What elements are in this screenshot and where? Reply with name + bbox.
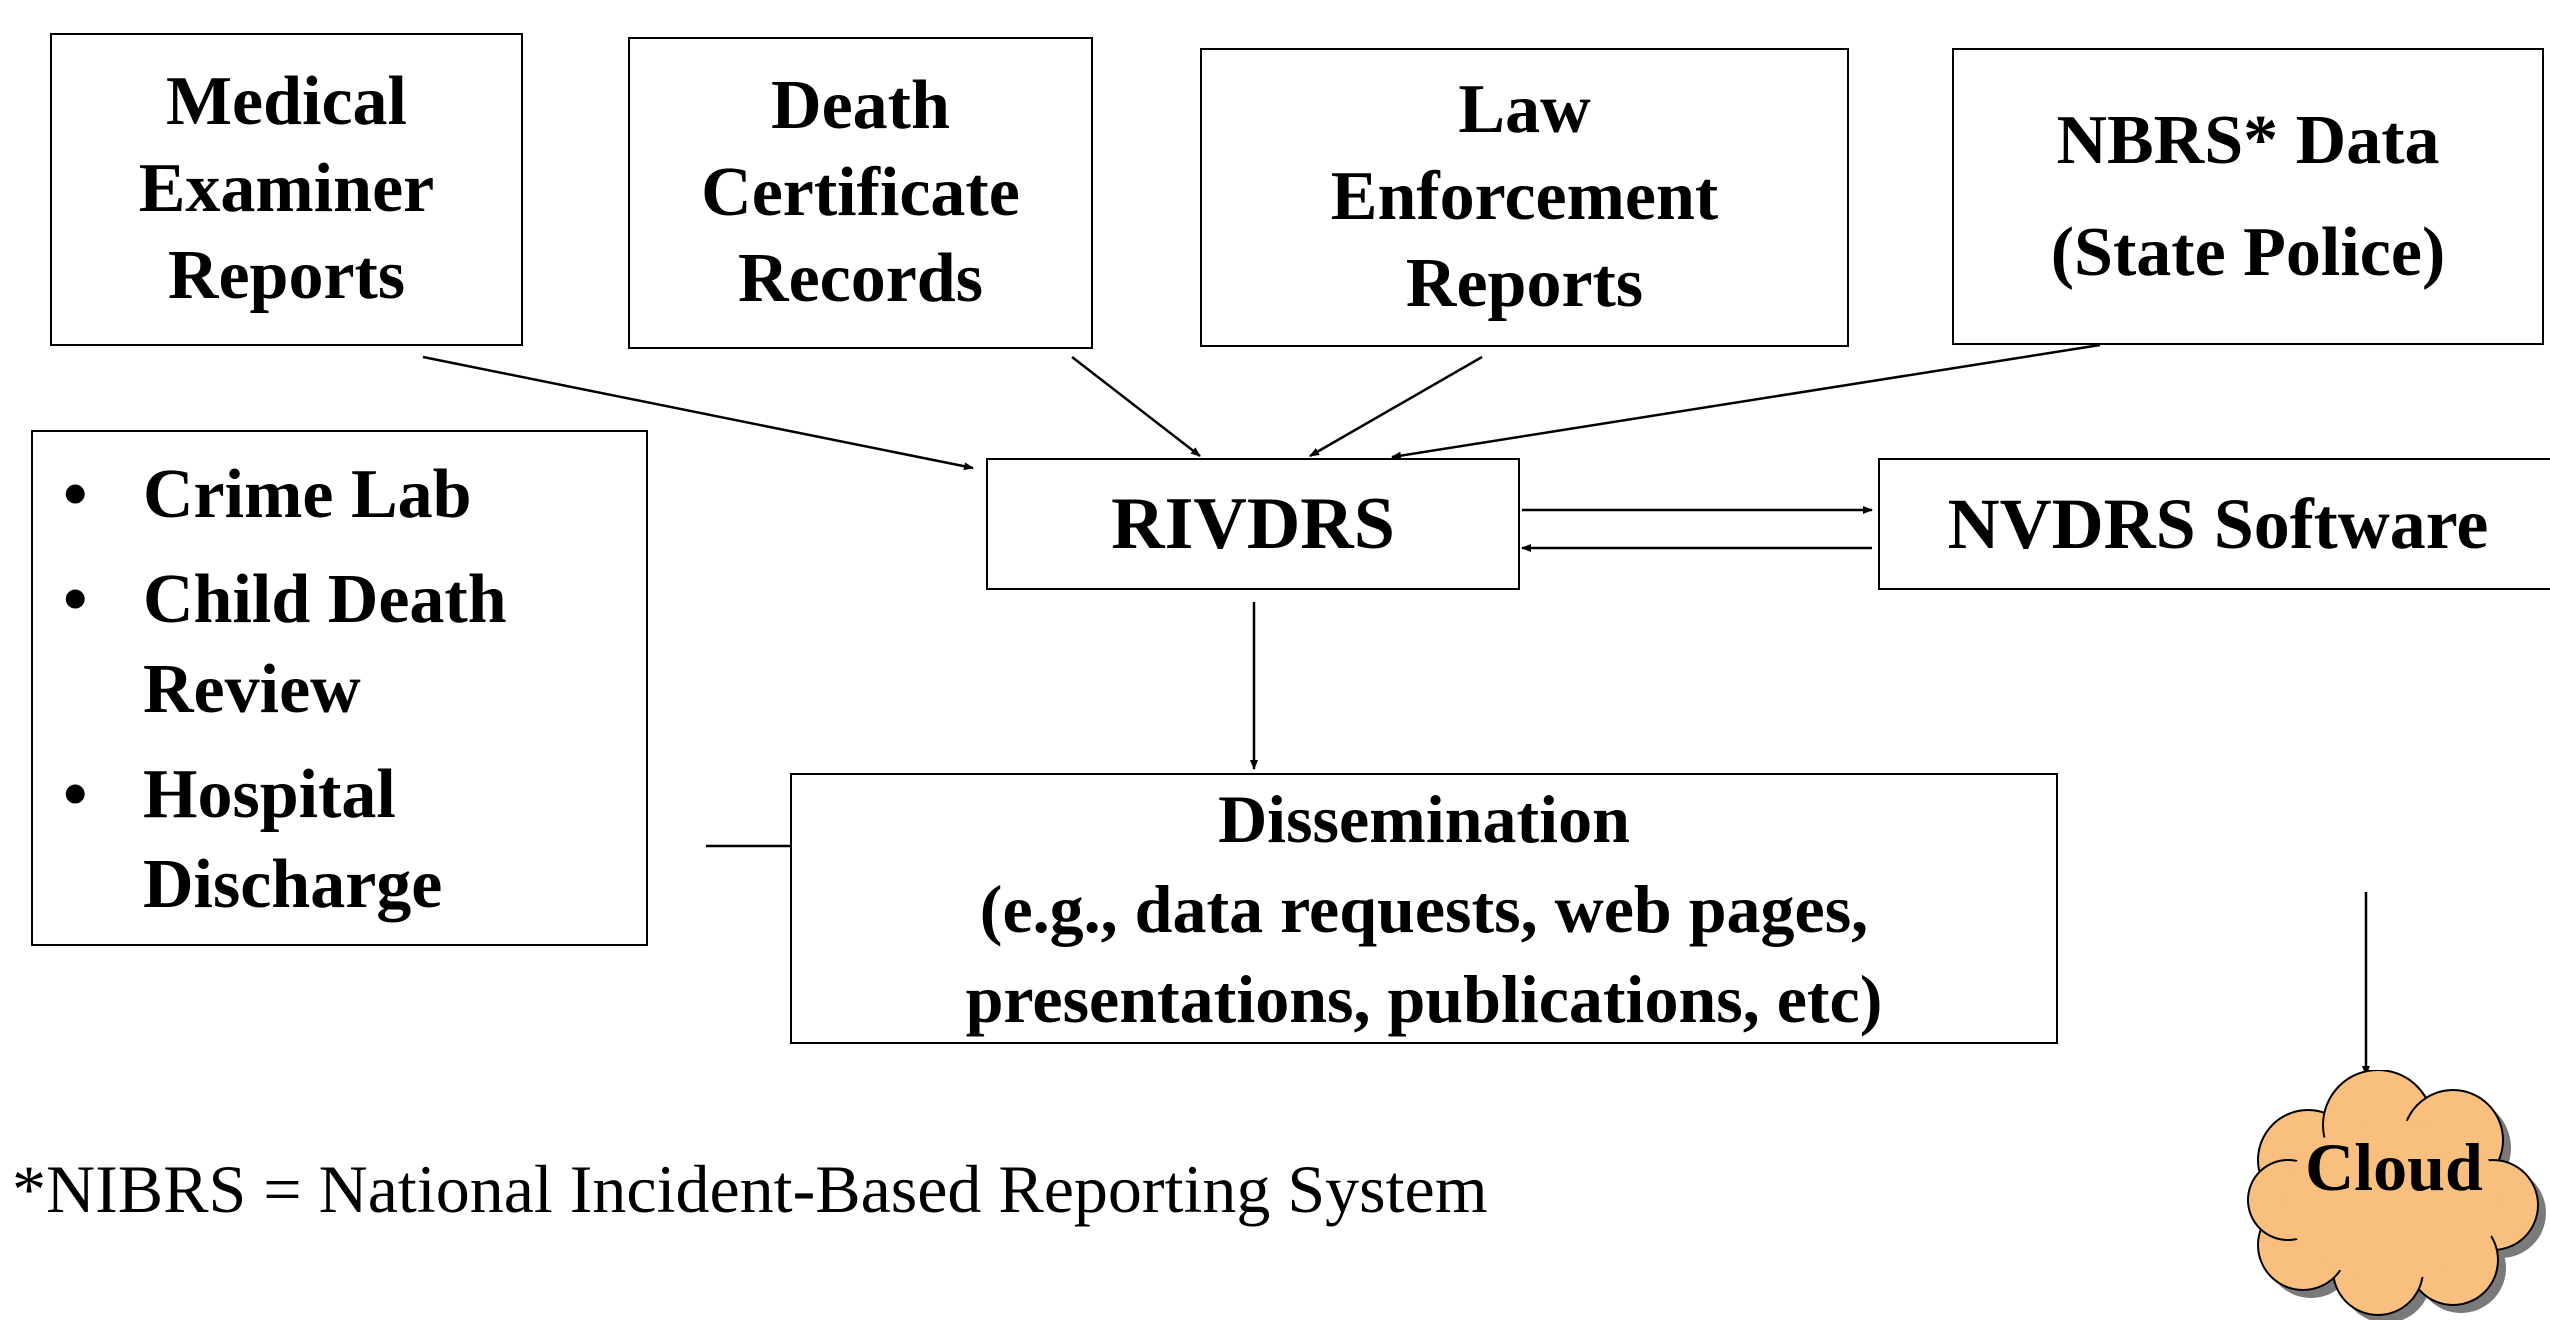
rivdrs-box: RIVDRS <box>986 458 1520 590</box>
medical-examiner-line-2: Examiner <box>138 150 435 228</box>
dissemination-line-2: (e.g., data requests, web pages, <box>979 870 1869 947</box>
law-enforcement-line-1: Law <box>1458 71 1591 149</box>
dissemination-box: Dissemination (e.g., data requests, web … <box>790 773 2058 1044</box>
law-enforcement-box: Law Enforcement Reports <box>1200 48 1849 347</box>
arrow-death-to-rivdrs <box>1071 356 1201 457</box>
list-item: • Hospital Discharge <box>63 750 646 930</box>
nvdrs-label: NVDRS Software <box>1947 483 2489 564</box>
other-sources-list: • Crime Lab • Child Death Review • Hospital… <box>33 432 646 945</box>
list-item-label: Crime Lab <box>143 456 472 533</box>
arrow-law-to-rivdrs <box>1309 355 1483 458</box>
nvdrs-software-box: NVDRS Software <box>1878 458 2550 590</box>
arrow-medical-to-rivdrs <box>422 355 974 471</box>
nbrs-data-box: NBRS* Data (State Police) <box>1952 48 2544 345</box>
dissemination-line-3: presentations, publications, etc) <box>965 960 1883 1037</box>
list-item-label: Hospital Discharge <box>143 756 443 923</box>
bullet-glyph: • <box>63 756 88 833</box>
list-item: • Child Death Review <box>63 555 646 735</box>
cloud-label: Cloud <box>2305 1129 2483 1205</box>
death-certificate-line-1: Death <box>771 66 950 144</box>
death-certificate-line-2: Certificate <box>701 153 1020 231</box>
list-item: • Crime Lab <box>63 450 646 540</box>
bullet-glyph: • <box>63 456 88 533</box>
list-item-label: Child Death Review <box>143 561 507 728</box>
arrow-nbrs-to-rivdrs <box>1391 343 2101 460</box>
other-sources-box: • Crime Lab • Child Death Review • Hospital… <box>31 430 648 946</box>
bullet-glyph: • <box>63 561 88 638</box>
cloud-shape <box>2247 1070 2546 1320</box>
dissemination-title: Dissemination <box>1218 780 1630 857</box>
rivdrs-label: RIVDRS <box>1111 482 1395 565</box>
medical-examiner-box: Medical Examiner Reports <box>50 33 523 346</box>
death-certificate-box: Death Certificate Records <box>628 37 1093 349</box>
footnote: *NIBRS = National Incident-Based Reporti… <box>12 1151 1488 1227</box>
medical-examiner-line-1: Medical <box>165 63 408 141</box>
cloud-core <box>2283 1120 2503 1280</box>
medical-examiner-line-3: Reports <box>167 236 406 314</box>
nbrs-line-2: (State Police) <box>2050 213 2446 291</box>
nbrs-line-1: NBRS* Data <box>2056 101 2440 179</box>
death-certificate-line-3: Records <box>738 240 983 318</box>
law-enforcement-line-2: Enforcement <box>1330 158 1719 236</box>
law-enforcement-line-3: Reports <box>1405 244 1644 322</box>
